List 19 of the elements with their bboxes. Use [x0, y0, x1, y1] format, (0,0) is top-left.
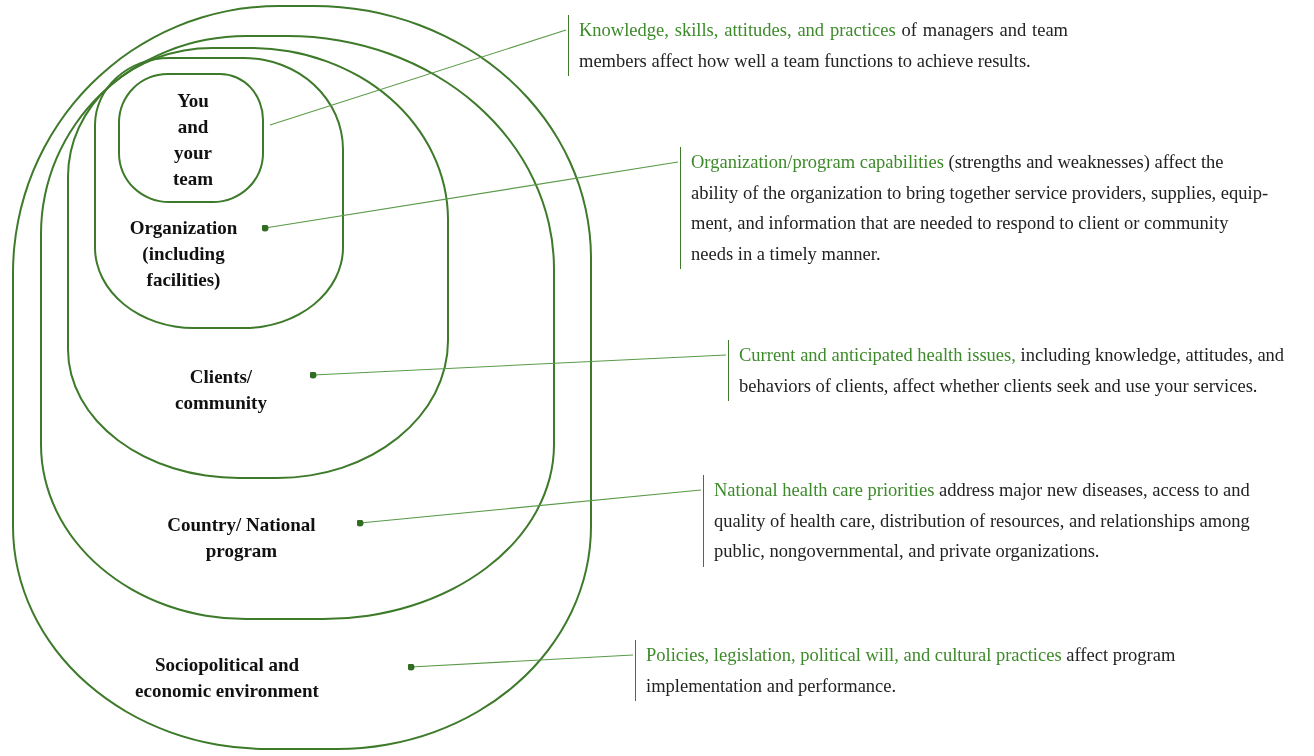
ring-label: You and your team [171, 89, 215, 191]
leader-line [309, 354, 727, 379]
annotation: National health care priorities address major new diseases, access to and quality of health care, distribution of resources, and relationships among public, nongovernmental, and private organizations. [703, 475, 1303, 567]
ring-label: Sociopolitical and economic environment [134, 653, 320, 703]
ring-region [93, 56, 344, 329]
annotation: Current and anticipated health issues, including knowledge, attitudes, and behaviors of clients, affect whether clients seek and use your services. [728, 340, 1308, 401]
ring-label: Country/ National program [166, 512, 317, 563]
leader-line [356, 489, 702, 527]
annotation: Organization/program capabilities (strengths and weaknesses) affect the ability of the organization to bring together service providers, supplies, equip-ment, and information that are needed to respond to client or community needs in a timely manner. [680, 147, 1270, 269]
leader-line [407, 654, 634, 671]
ring-region [39, 34, 555, 620]
ring-region [67, 47, 449, 479]
leader-line [269, 29, 567, 126]
ring-region [118, 73, 264, 203]
annotation: Policies, legislation, political will, and cultural practices affect program implementation and performance. [635, 640, 1235, 701]
leader-line [261, 161, 679, 232]
annotation: Knowledge, skills, attitudes, and practices of managers and team members affect how well a team functions to achieve results. [568, 15, 1068, 76]
ring-label: Organization (including facilities) [128, 215, 239, 292]
ring-label: Clients/ community [174, 365, 268, 415]
